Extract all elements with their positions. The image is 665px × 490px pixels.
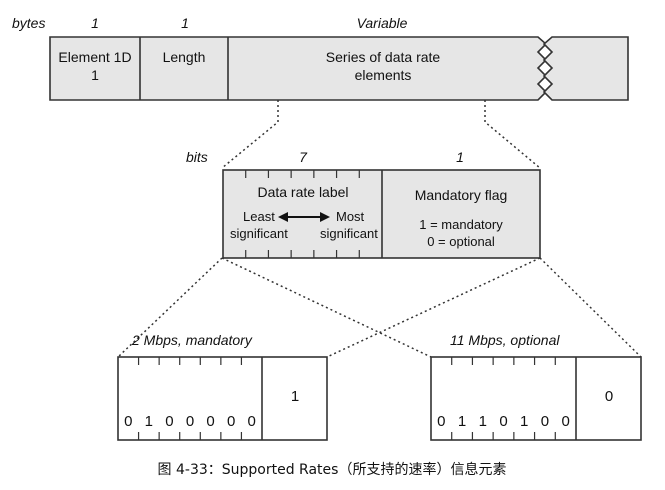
frame-continuation bbox=[542, 36, 629, 101]
bit-value: 0 bbox=[165, 413, 173, 430]
bit-value: 0 bbox=[186, 413, 194, 430]
series-label-line1: Series of data rate bbox=[326, 49, 441, 65]
bit-value: 1 bbox=[145, 413, 153, 430]
least-significant-line2: significant bbox=[230, 226, 288, 241]
bits-unit-label: bits bbox=[186, 149, 208, 165]
flag-desc-mandatory: 1 = mandatory bbox=[419, 217, 503, 232]
most-significant-line1: Most bbox=[336, 209, 365, 224]
least-significant-line1: Least bbox=[243, 209, 275, 224]
bit-value: 1 bbox=[458, 413, 466, 430]
double-arrow-icon bbox=[278, 212, 330, 222]
zoom-line-ex2-right bbox=[539, 257, 642, 358]
example-flag-value: 0 bbox=[605, 388, 613, 405]
length-label: Length bbox=[163, 49, 206, 65]
bit-value: 0 bbox=[124, 413, 132, 430]
length-size: 1 bbox=[181, 15, 189, 31]
bit-value: 0 bbox=[561, 413, 569, 430]
zoom-line-ex1-right bbox=[326, 257, 541, 358]
bit-value: 0 bbox=[206, 413, 214, 430]
bit-value: 0 bbox=[227, 413, 235, 430]
element-id-label: Element 1D bbox=[58, 49, 131, 65]
example-title: 11 Mbps, optional bbox=[450, 332, 560, 348]
data-rate-label: Data rate label bbox=[257, 184, 348, 200]
bytes-unit-label: bytes bbox=[12, 15, 45, 31]
series-label-line2: elements bbox=[355, 67, 412, 83]
zoom-line-ex1-left bbox=[117, 257, 223, 358]
zoom-line-right bbox=[484, 100, 541, 169]
zoom-line-ex2-left bbox=[221, 257, 432, 358]
flag-desc-optional: 0 = optional bbox=[427, 234, 495, 249]
zoom-line-left bbox=[221, 100, 279, 169]
most-significant-line2: significant bbox=[320, 226, 378, 241]
frame-header-box bbox=[49, 36, 629, 101]
series-size: Variable bbox=[357, 15, 408, 31]
bit-value: 0 bbox=[499, 413, 507, 430]
rate-bit-ticks bbox=[245, 170, 360, 258]
example-box bbox=[430, 356, 642, 441]
element-id-value: 1 bbox=[91, 67, 99, 83]
example-flag-value: 1 bbox=[291, 388, 299, 405]
mandatory-flag-label: Mandatory flag bbox=[415, 187, 508, 203]
rate-label-size: 7 bbox=[299, 149, 308, 165]
bit-value: 0 bbox=[248, 413, 256, 430]
mandatory-flag-size: 1 bbox=[456, 149, 464, 165]
figure-caption: 图 4-33：Supported Rates（所支持的速率）信息元素 bbox=[158, 461, 507, 478]
rate-byte-box bbox=[222, 169, 541, 259]
example-title: 2 Mbps, mandatory bbox=[131, 332, 253, 348]
bit-value: 0 bbox=[541, 413, 549, 430]
bit-value: 0 bbox=[437, 413, 445, 430]
example-bit-ticks bbox=[137, 357, 243, 440]
bit-value: 1 bbox=[479, 413, 487, 430]
example-box bbox=[117, 356, 328, 441]
example-bit-ticks bbox=[451, 357, 556, 440]
bit-value: 1 bbox=[520, 413, 528, 430]
element-id-size: 1 bbox=[91, 15, 99, 31]
frame-main-body bbox=[49, 36, 548, 101]
